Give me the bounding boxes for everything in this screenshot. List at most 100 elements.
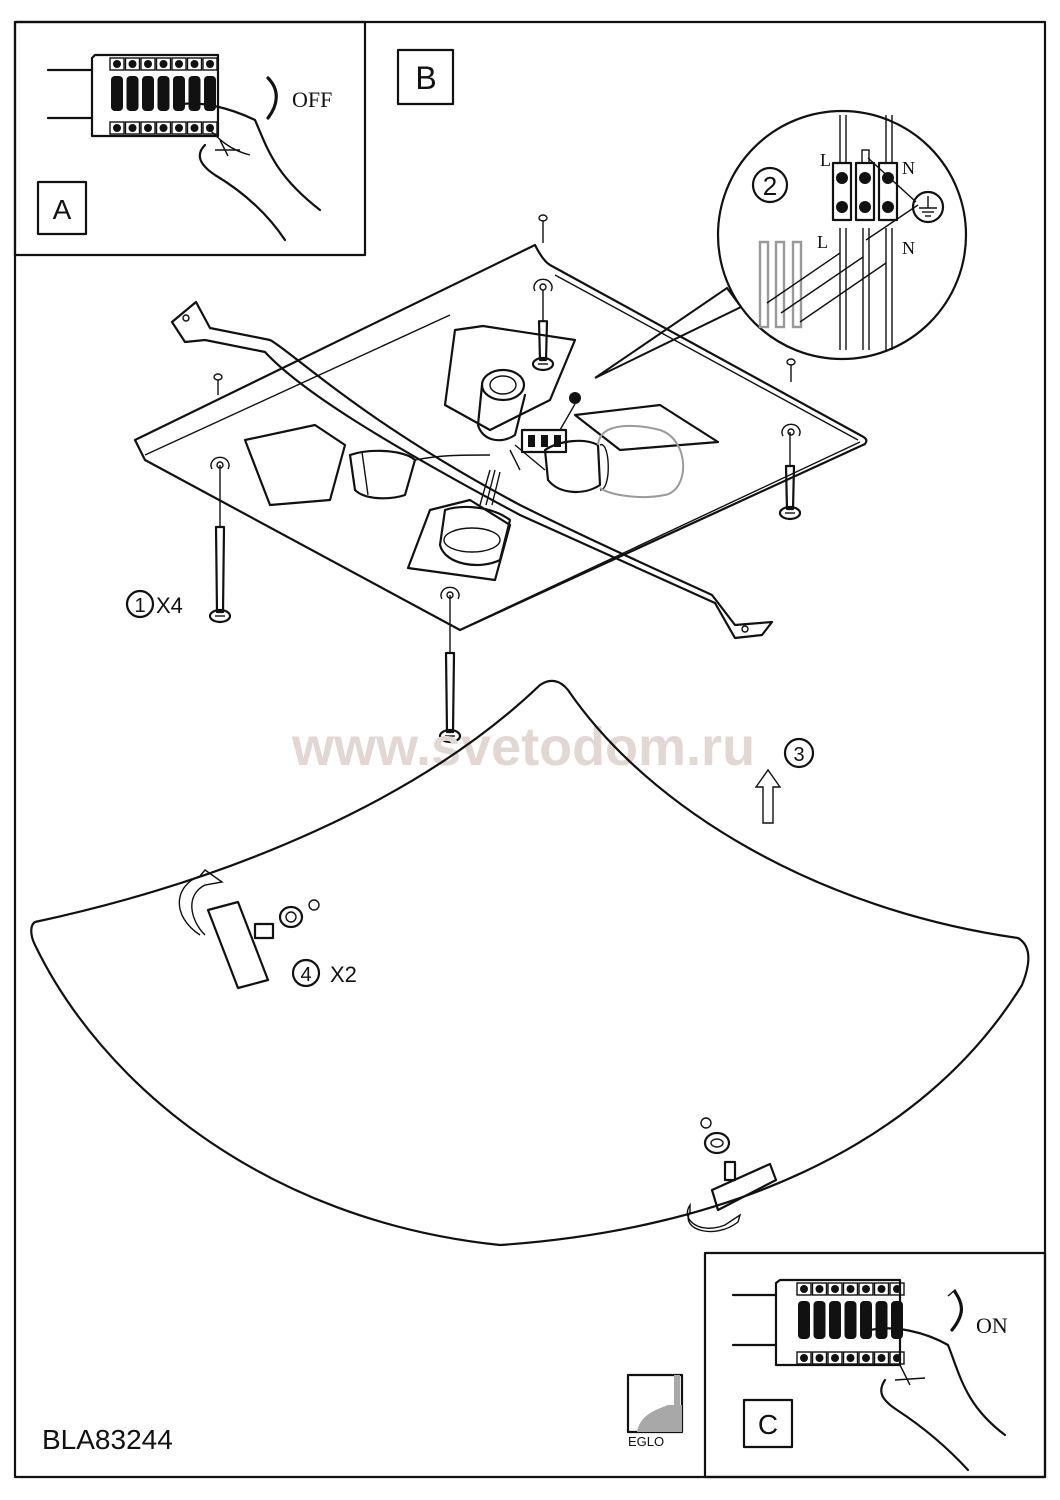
breaker-terminal — [842, 1351, 859, 1365]
circuit-breaker-panel-icon — [46, 53, 220, 138]
knob-screw-icon — [206, 900, 270, 990]
panel-b-label: B — [415, 60, 436, 96]
knob-screw-icon — [710, 1162, 778, 1212]
breaker-terminal — [827, 1282, 843, 1296]
panel-b-badge — [396, 48, 455, 106]
step3-number-circle — [783, 737, 815, 769]
screw-icon — [438, 595, 462, 744]
breaker-terminal — [842, 1282, 859, 1296]
breaker-switch — [829, 1301, 841, 1339]
breaker-terminal — [140, 57, 156, 71]
breaker-switch — [875, 1301, 888, 1339]
watermark-text: www.svetodom.ru — [291, 717, 755, 777]
breaker-terminal — [140, 121, 156, 135]
switch-off-label: OFF — [292, 87, 332, 112]
screw-icon — [778, 432, 802, 521]
push-up-arrow-icon — [754, 768, 782, 824]
panel-c: ON C — [703, 1251, 1047, 1479]
outer-frame — [13, 20, 1047, 1479]
rotate-arrow-icon — [686, 1202, 742, 1233]
terminal-n-top-label: N — [902, 158, 915, 178]
breaker-terminal — [873, 1282, 890, 1296]
step4-number: 4 — [300, 964, 311, 986]
breaker-terminal — [202, 121, 218, 135]
breaker-terminal — [109, 121, 125, 135]
breaker-terminal — [827, 1351, 843, 1365]
breaker-switch — [844, 1301, 857, 1339]
rotate-arrow-icon — [178, 869, 224, 936]
step4-number-circle — [291, 958, 321, 988]
eglo-logo: EGLO — [626, 1373, 684, 1449]
panel-a: OFF A — [13, 20, 367, 257]
wall-plug-icon — [786, 358, 796, 382]
breaker-switch — [204, 76, 216, 111]
lamp-socket-icon — [543, 439, 609, 493]
breaker-terminal — [171, 121, 187, 135]
step1-number: 1 — [134, 595, 145, 617]
terminal-l-top-label: L — [820, 150, 831, 170]
knob-fixing-right — [686, 1117, 778, 1233]
breaker-terminal — [109, 57, 125, 71]
connector-block-icon — [509, 392, 581, 471]
breaker-switch — [813, 1301, 826, 1339]
wiring-detail-callout: 2 L N L N — [594, 109, 968, 379]
panel-a-badge — [36, 180, 88, 236]
step2-number-circle — [751, 166, 789, 204]
breaker-terminal — [202, 57, 218, 71]
small-washer-icon — [308, 899, 320, 911]
breaker-switch — [188, 76, 201, 111]
breaker-terminal — [858, 1282, 874, 1296]
wall-plug-icon — [538, 214, 548, 243]
step1-number-circle — [125, 589, 155, 619]
breaker-terminal — [889, 1351, 905, 1365]
lamp-socket-icon — [348, 449, 491, 500]
stripped-wire-icon — [758, 240, 770, 329]
washer-icon — [278, 905, 304, 929]
wall-plug-icon — [213, 373, 223, 395]
breaker-terminal — [796, 1351, 812, 1365]
breaker-switch — [173, 76, 185, 111]
mounting-bracket — [170, 300, 774, 640]
breaker-switch — [111, 76, 123, 111]
breaker-switch — [860, 1301, 872, 1339]
breaker-switch — [891, 1301, 903, 1339]
panel-c-label: C — [758, 1409, 778, 1440]
terminal-n-bottom-label: N — [902, 238, 915, 258]
switch-off-arrow-icon — [266, 76, 278, 120]
breaker-terminal — [186, 121, 203, 135]
screw-icon — [208, 465, 232, 624]
step1-quantity: X4 — [156, 593, 183, 618]
step2-number: 2 — [763, 171, 777, 201]
step1-label: 1 X4 — [125, 589, 183, 619]
lamp-socket-icon — [476, 368, 527, 442]
mounting-hole-icon — [533, 278, 553, 292]
step4-quantity: X2 — [330, 962, 357, 987]
wiring-detail-circle — [716, 109, 968, 361]
mounting-hole-icon — [781, 423, 801, 437]
breaker-switch — [142, 76, 154, 111]
breaker-terminal — [858, 1351, 874, 1365]
model-number: BLA83244 — [42, 1424, 173, 1455]
terminal-l-bottom-label: L — [817, 232, 828, 252]
breaker-terminal — [155, 121, 172, 135]
glass-shade — [30, 679, 1030, 1247]
ground-symbol-icon — [867, 157, 945, 224]
step3-label: 3 — [754, 737, 815, 824]
breaker-terminal — [811, 1351, 828, 1365]
breaker-terminal — [889, 1282, 905, 1296]
circuit-breaker-panel-icon — [731, 1278, 905, 1367]
breaker-terminal — [186, 57, 203, 71]
breaker-terminal — [811, 1282, 828, 1296]
knob-fixing-left: 4 X2 — [178, 869, 357, 990]
light-bulb-icon — [597, 424, 685, 498]
hand-icon — [173, 102, 322, 242]
panel-a-frame — [13, 20, 367, 257]
breaker-terminal — [155, 57, 172, 71]
panel-c-badge — [742, 1398, 794, 1449]
washer-icon — [703, 1131, 731, 1155]
breaker-terminal — [796, 1282, 812, 1296]
ceiling-plate — [133, 243, 868, 640]
small-washer-icon — [700, 1117, 712, 1129]
lamp-socket-icon — [438, 469, 512, 567]
